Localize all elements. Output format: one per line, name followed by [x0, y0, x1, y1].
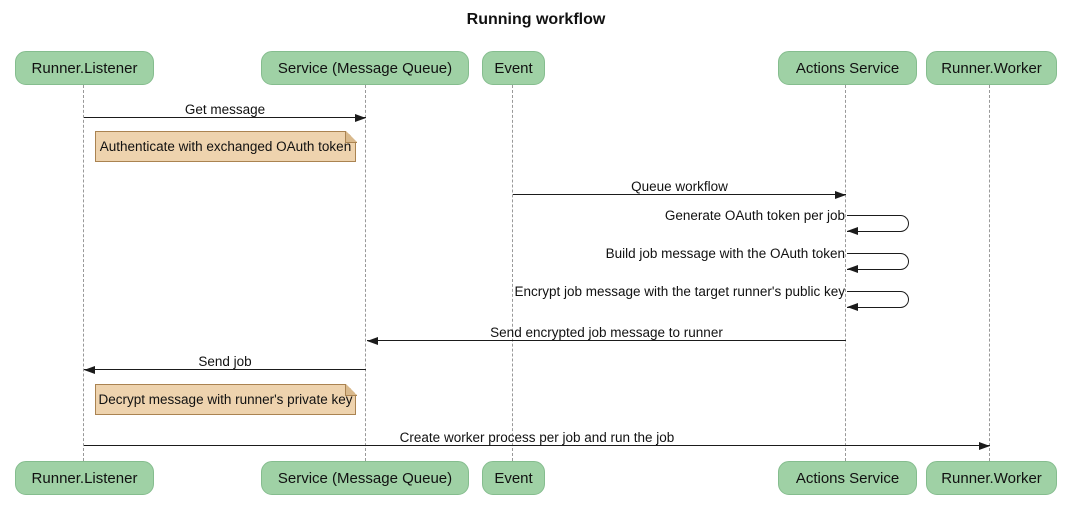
lifeline-runner-listener: [83, 85, 84, 461]
message-label-send-encrypted-job: Send encrypted job message to runner: [490, 325, 723, 340]
message-label-queue-workflow: Queue workflow: [631, 179, 728, 194]
lifeline-service-message-queue: [365, 85, 366, 461]
participant-top-event: Event: [482, 51, 545, 85]
diagram-title: Running workflow: [466, 11, 606, 28]
arrowhead-right-icon: [979, 441, 990, 450]
participant-label: Runner.Listener: [31, 59, 138, 77]
participant-label: Runner.Listener: [31, 469, 138, 487]
participant-label: Service (Message Queue): [277, 469, 453, 487]
arrowhead-left-icon: [847, 302, 858, 311]
message-label-get-message: Get message: [184, 102, 266, 117]
participant-top-actions-service: Actions Service: [778, 51, 917, 85]
message-label-create-worker: Create worker process per job and run th…: [399, 430, 675, 445]
participant-top-runner-listener: Runner.Listener: [15, 51, 154, 85]
note-authenticate: Authenticate with exchanged OAuth token: [95, 130, 357, 162]
note-fold-corner-icon: [344, 383, 357, 396]
participant-bottom-event: Event: [482, 461, 545, 495]
arrowhead-left-icon: [847, 226, 858, 235]
participant-label: Service (Message Queue): [277, 59, 453, 77]
self-loop: [847, 253, 909, 270]
self-loop: [847, 215, 909, 232]
lifeline-actions-service: [845, 85, 846, 461]
arrowhead-right-icon: [835, 190, 846, 199]
message-label-generate-oauth-token: Generate OAuth token per job: [664, 208, 845, 223]
participant-bottom-runner-listener: Runner.Listener: [15, 461, 154, 495]
note-decrypt: Decrypt message with runner's private ke…: [95, 383, 357, 415]
note-text: Authenticate with exchanged OAuth token: [99, 139, 352, 154]
participant-label: Event: [494, 59, 533, 77]
arrowhead-left-icon: [84, 365, 95, 374]
message-line: [84, 117, 366, 118]
lifeline-runner-worker: [989, 85, 990, 461]
participant-label: Event: [494, 469, 533, 487]
participant-label: Actions Service: [795, 469, 900, 487]
message-line: [84, 369, 366, 370]
note-fold-corner-icon: [344, 130, 357, 143]
note-text: Decrypt message with runner's private ke…: [98, 392, 353, 407]
self-loop: [847, 291, 909, 308]
arrowhead-left-icon: [367, 336, 378, 345]
participant-top-runner-worker: Runner.Worker: [926, 51, 1057, 85]
message-label-encrypt-job-message: Encrypt job message with the target runn…: [514, 284, 846, 299]
lifeline-event: [512, 85, 513, 461]
message-line: [367, 340, 846, 341]
arrowhead-right-icon: [355, 113, 366, 122]
participant-bottom-runner-worker: Runner.Worker: [926, 461, 1057, 495]
message-label-build-job-message: Build job message with the OAuth token: [605, 246, 845, 261]
arrowhead-left-icon: [847, 264, 858, 273]
participant-bottom-service-message-queue: Service (Message Queue): [261, 461, 469, 495]
message-line: [84, 445, 990, 446]
participant-bottom-actions-service: Actions Service: [778, 461, 917, 495]
message-line: [513, 194, 846, 195]
participant-top-service-message-queue: Service (Message Queue): [261, 51, 469, 85]
participant-label: Actions Service: [795, 59, 900, 77]
participant-label: Runner.Worker: [941, 59, 1042, 77]
participant-label: Runner.Worker: [941, 469, 1042, 487]
message-label-send-job: Send job: [198, 354, 252, 369]
